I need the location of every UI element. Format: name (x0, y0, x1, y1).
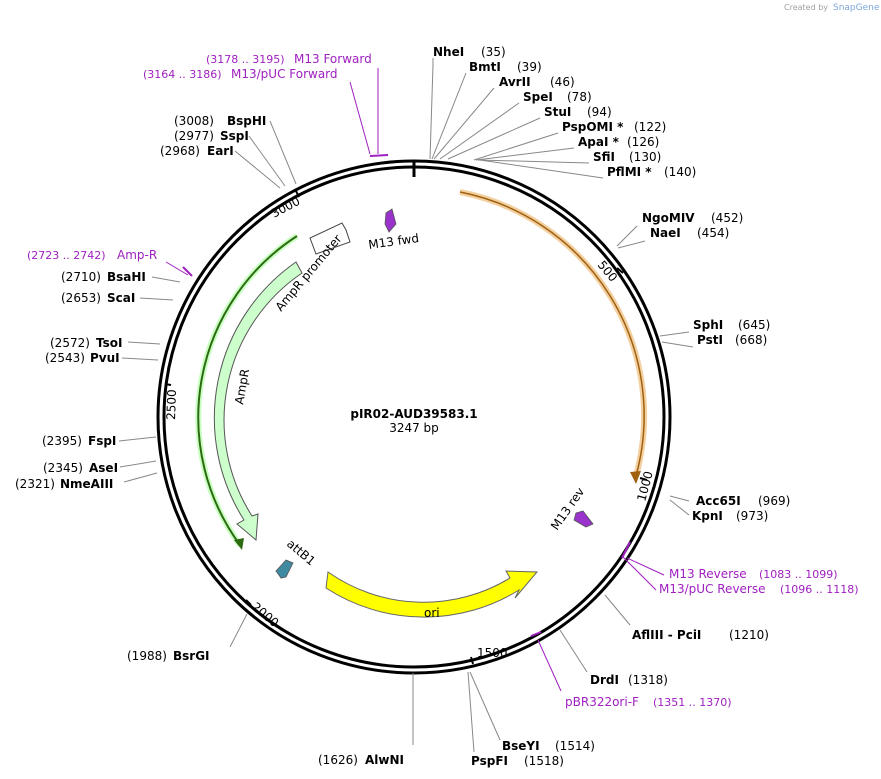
scale-ticks (164, 190, 648, 665)
site-fspi: (2395)FspI (42, 434, 116, 448)
ampr-feature-arrow (213, 261, 303, 542)
primer-m13-reverse: M13 Reverse(1083 .. 1099) (669, 567, 838, 581)
primer-pbr322ori-f: pBR322ori-F(1351 .. 1370) (565, 695, 732, 709)
site-bsahi: (2710)BsaHI (61, 270, 146, 284)
site-bsphi: (3008)BspHI (174, 114, 266, 128)
site-ngomiv: NgoMIV(452) (642, 211, 743, 225)
plasmid-name: pIR02-AUD39583.1 (350, 407, 477, 421)
tick-label-3000: 3000 (269, 194, 303, 221)
site-scai: (2653)ScaI (61, 291, 135, 305)
site-afliii-pcii: AflIII - PciI(1210) (632, 628, 769, 642)
primer-m13-puc-reverse: M13/pUC Reverse(1096 .. 1118) (659, 582, 859, 596)
site-sspi: (2977)SspI (174, 129, 249, 143)
site-bsrgi: (1988)BsrGI (127, 649, 210, 663)
site-apai: ApaI *(126) (578, 135, 659, 149)
ampr-label: AmpR (232, 368, 252, 406)
m13-rev-feature (573, 510, 594, 528)
site-avrii: AvrII(46) (499, 75, 575, 89)
plasmid-length: 3247 bp (389, 421, 439, 435)
insert-arc-bg (459, 189, 648, 477)
site-leader-lines (118, 58, 694, 753)
site-naei: NaeI(454) (650, 226, 729, 240)
site-pspfi: PspFI(1518) (471, 754, 564, 768)
site-tsoi: (2572)TsoI (50, 336, 122, 350)
primer-amp-r: (2723 .. 2742)Amp-R (27, 248, 157, 262)
site-eari: (2968)EarI (160, 144, 234, 158)
attb1-feature (275, 559, 294, 579)
site-pspomi: PspOMI *(122) (562, 120, 666, 134)
m13-rev-label: M13 rev (548, 485, 587, 533)
tick-2500 (164, 383, 172, 386)
tick-2000 (245, 599, 252, 606)
tick-500 (616, 267, 624, 274)
site-pflmi: PflMI *(140) (607, 165, 696, 179)
ori-label: ori (424, 606, 440, 620)
site-nhei: NheI(35) (433, 45, 506, 59)
primer-labels: (3178 .. 3195)M13 Forward (3164 .. 3186)… (27, 52, 859, 709)
tick-label-1500: 1500 (477, 646, 508, 660)
tick-1000 (639, 477, 648, 481)
site-nmeaiii: (2321)NmeAIII (15, 477, 113, 491)
site-alwni: (1626)AlwNI (318, 753, 404, 767)
insert-arc (459, 191, 645, 477)
credit-brand: SnapGene (833, 3, 880, 13)
ampr-promoter-arrow (309, 222, 351, 255)
site-acc65i: Acc65I(969) (696, 494, 790, 508)
primer-m13-puc-forward: (3164 .. 3186)M13/pUC Forward (143, 67, 338, 81)
ampr-line-arrowhead (234, 538, 244, 550)
site-sphi: SphI(645) (693, 318, 770, 332)
tick-label-2500: 2500 (164, 389, 179, 420)
m13-fwd-label: M13 fwd (367, 231, 419, 252)
ori-feature-arrow (325, 570, 539, 618)
primer-leaders (165, 68, 665, 692)
sites-right: NheI(35) BmtI(39) AvrII(46) SpeI(78) Stu… (433, 45, 790, 768)
site-pvui: (2543)PvuI (45, 351, 120, 365)
m13-fwd-feature (384, 208, 397, 233)
ampr-line (197, 235, 298, 546)
site-spei: SpeI(78) (523, 90, 592, 104)
site-drdi: DrdI(1318) (590, 673, 668, 687)
site-bseyi: BseYI(1514) (502, 739, 595, 753)
credit-created-by: Created by (784, 3, 828, 12)
site-stui: StuI(94) (544, 105, 612, 119)
site-sfii: SfiI(130) (593, 150, 661, 164)
tick-3000 (295, 190, 300, 198)
sites-left: (3008)BspHI (2977)SspI (2968)EarI (2710)… (15, 114, 404, 767)
site-bmti: BmtI(39) (469, 60, 542, 74)
site-psti: PstI(668) (697, 333, 767, 347)
primer-m13-forward: (3178 .. 3195)M13 Forward (206, 52, 372, 66)
site-kpni: KpnI(973) (692, 509, 768, 523)
insert-arc-arrowhead (630, 471, 641, 484)
tick-1500 (470, 656, 474, 665)
site-asei: (2345)AseI (43, 461, 118, 475)
